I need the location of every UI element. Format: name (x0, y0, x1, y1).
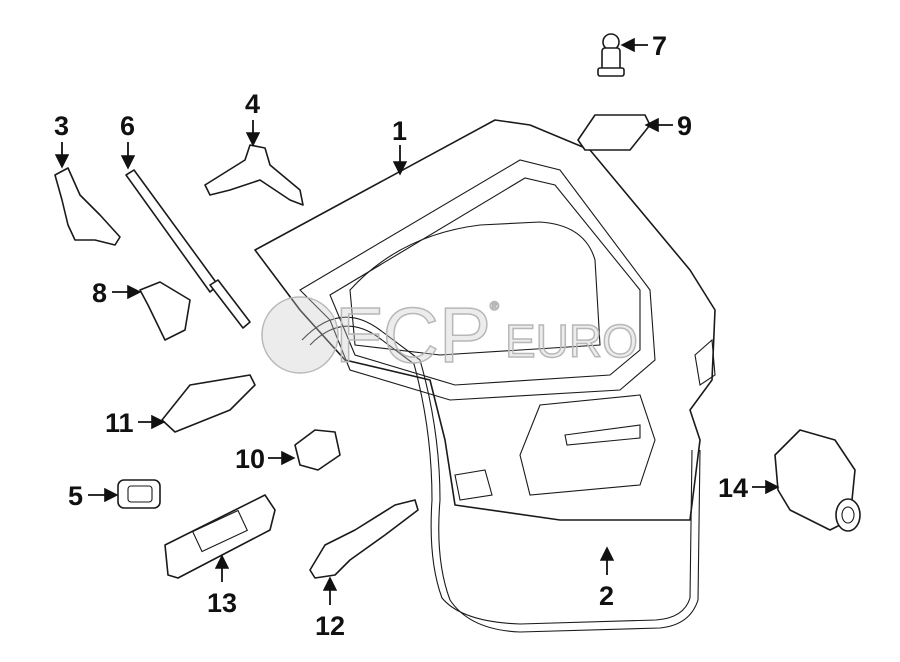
callout-label: 3 (54, 111, 69, 141)
callout-label: 14 (718, 473, 748, 503)
bumper-stop-part-7[interactable] (597, 33, 625, 77)
callout-label: 2 (599, 581, 614, 611)
latch-part-10[interactable] (294, 429, 341, 471)
bracket-part-12[interactable] (309, 499, 419, 579)
watermark-brand: FCP (335, 291, 491, 379)
panel-part-13[interactable] (164, 494, 276, 579)
watermark-suffix: EURO (505, 315, 638, 367)
callout-label: 1 (392, 116, 407, 146)
callout-6: 6 (120, 111, 136, 170)
callout-14: 14 (718, 473, 780, 503)
callout-7: 7 (620, 31, 667, 61)
callout-label: 5 (68, 481, 83, 511)
callout-8: 8 (92, 278, 142, 308)
callout-label: 6 (120, 111, 135, 141)
hinge-part-4[interactable] (204, 144, 304, 206)
callout-5: 5 (68, 481, 119, 511)
callout-2: 2 (599, 546, 615, 611)
callout-4: 4 (245, 89, 261, 147)
callout-11: 11 (105, 408, 166, 438)
callout-label: 13 (207, 588, 237, 618)
callout-1: 1 (392, 116, 408, 176)
liftgate-part-1[interactable] (254, 119, 716, 521)
watermark-logo: FCP EURO ® (261, 290, 639, 380)
bracket-part-11[interactable] (161, 374, 256, 433)
callout-label: 7 (652, 31, 667, 61)
callout-9: 9 (644, 111, 692, 141)
callout-10: 10 (235, 444, 296, 474)
callout-12: 12 (315, 576, 345, 641)
callout-label: 11 (105, 408, 134, 438)
bracket-part-8[interactable] (139, 281, 191, 341)
callout-13: 13 (207, 554, 237, 618)
light-part-9[interactable] (577, 114, 651, 151)
actuator-part-14[interactable] (774, 429, 861, 532)
trim-panel-part-3[interactable] (54, 167, 121, 246)
weatherstrip-part-2[interactable] (301, 316, 701, 633)
callout-label: 10 (235, 444, 265, 474)
gas-strut-part-6[interactable] (125, 169, 251, 329)
watermark-mark: ® (490, 299, 499, 313)
button-part-5[interactable] (117, 479, 161, 509)
callout-label: 9 (677, 111, 692, 141)
callout-label: 4 (245, 89, 260, 119)
callout-3: 3 (54, 111, 70, 169)
callout-label: 12 (315, 611, 345, 641)
callout-label: 8 (92, 278, 107, 308)
